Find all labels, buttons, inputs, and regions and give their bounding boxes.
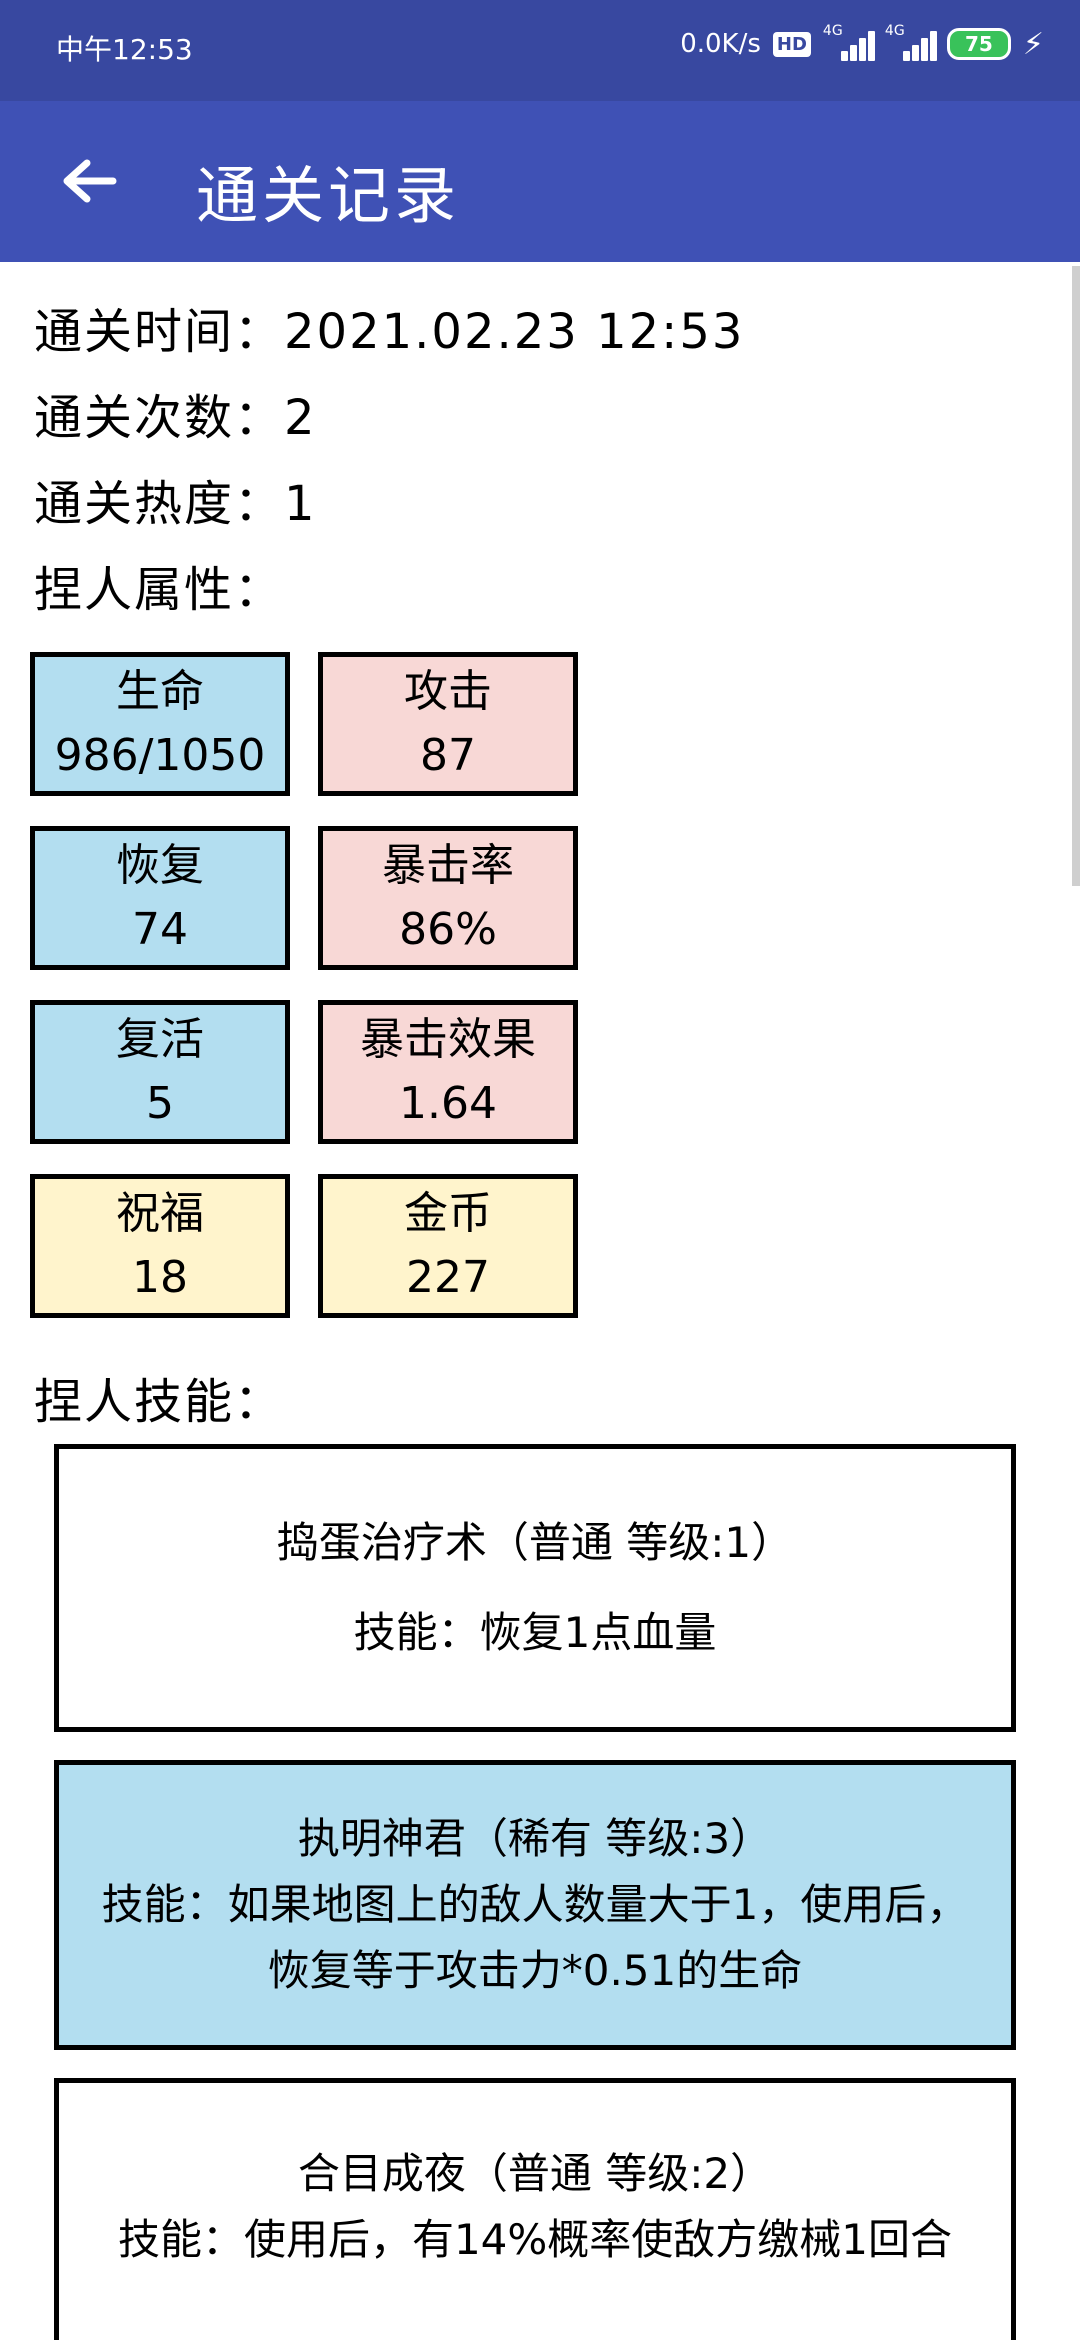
skill-desc: 技能：使用后，有14%概率使敌方缴械1回合	[117, 2215, 953, 2264]
stat-value: 18	[132, 1252, 188, 1303]
stat-label: 复活	[116, 1014, 204, 1065]
stat-value: 5	[146, 1078, 174, 1129]
arrow-left-icon	[63, 159, 117, 203]
signal-label-2: 4G	[884, 23, 905, 39]
skill-card: 捣蛋治疗术（普通 等级:1） 技能：恢复1点血量	[54, 1444, 1016, 1732]
skill-title: 捣蛋治疗术（普通 等级:1）	[276, 1518, 794, 1567]
stat-value: 87	[420, 730, 476, 781]
hd-icon: HD	[772, 31, 811, 57]
stat-value: 1.64	[399, 1078, 497, 1129]
stat-attack: 攻击 87	[318, 652, 578, 796]
page-title: 通关记录	[196, 159, 461, 232]
skills-header: 捏人技能：	[34, 1374, 285, 1430]
network-speed: 0.0K/s	[680, 29, 761, 59]
charging-icon: ⚡	[1022, 26, 1044, 62]
back-button[interactable]	[50, 141, 130, 221]
content-scroll[interactable]: 通关时间：2021.02.23 12:53 通关次数：2 通关热度：1 捏人属性…	[0, 262, 1080, 2340]
status-bar: 中午12:53 0.0K/s HD 4G 4G 75 ⚡	[0, 0, 1080, 101]
stat-crit-effect: 暴击效果 1.64	[318, 1000, 578, 1144]
stat-value: 986/1050	[54, 730, 266, 781]
stat-gold: 金币 227	[318, 1174, 578, 1318]
app-bar: 通关记录	[0, 101, 1080, 262]
battery-icon: 75	[946, 28, 1011, 60]
stat-label: 暴击效果	[360, 1014, 536, 1065]
stat-label: 金币	[404, 1188, 492, 1239]
status-icons: 0.0K/s HD 4G 4G 75 ⚡	[680, 23, 1044, 64]
scrollbar[interactable]	[1072, 266, 1080, 886]
stat-recovery: 恢复 74	[30, 826, 290, 970]
clear-count: 通关次数：2	[34, 390, 317, 446]
stat-value: 227	[406, 1252, 490, 1303]
clear-heat: 通关热度：1	[34, 476, 317, 532]
clear-time: 通关时间：2021.02.23 12:53	[34, 304, 745, 360]
skill-card: 合目成夜（普通 等级:2） 技能：使用后，有14%概率使敌方缴械1回合	[54, 2078, 1016, 2340]
skill-desc: 技能：恢复1点血量	[353, 1608, 717, 1657]
stat-hp: 生命 986/1050	[30, 652, 290, 796]
stat-blessing: 祝福 18	[30, 1174, 290, 1318]
skill-card: 执明神君（稀有 等级:3） 技能：如果地图上的敌人数量大于1，使用后，恢复等于攻…	[54, 1760, 1016, 2050]
stat-label: 生命	[116, 666, 204, 717]
skill-title: 执明神君（稀有 等级:3）	[297, 1814, 773, 1863]
stat-value: 74	[132, 904, 188, 955]
stat-label: 暴击率	[382, 840, 514, 891]
skill-title: 合目成夜（普通 等级:2）	[297, 2149, 773, 2198]
status-time: 中午12:53	[56, 33, 193, 66]
stat-label: 攻击	[404, 666, 492, 717]
signal-icon-2: 4G	[885, 23, 937, 61]
attributes-header: 捏人属性：	[34, 562, 285, 618]
stat-value: 86%	[399, 904, 497, 955]
stat-label: 祝福	[116, 1188, 204, 1239]
stat-crit-rate: 暴击率 86%	[318, 826, 578, 970]
signal-label: 4G	[822, 23, 843, 39]
stat-revive: 复活 5	[30, 1000, 290, 1144]
stat-label: 恢复	[116, 840, 204, 891]
skill-desc: 技能：如果地图上的敌人数量大于1，使用后，恢复等于攻击力*0.51的生命	[101, 1880, 969, 1995]
signal-icon: 4G	[823, 23, 875, 61]
